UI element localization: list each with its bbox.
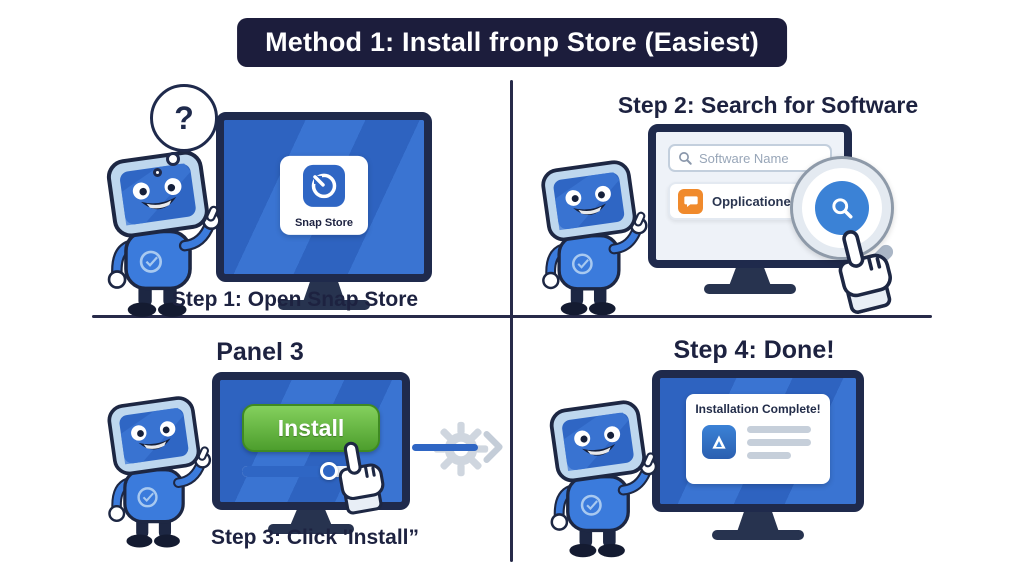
monitor-stand-base <box>704 284 796 294</box>
title-banner: Method 1: Install fronp Store (Easiest) <box>237 18 787 67</box>
monitor-stand <box>729 266 771 286</box>
text-line <box>747 451 791 459</box>
result-label: Opplicatione N <box>712 193 804 209</box>
magnifier-lens-icon <box>815 181 869 235</box>
robot-mascot <box>530 156 648 322</box>
monitor-stand <box>737 510 779 532</box>
hand-cursor-icon <box>817 219 908 320</box>
monitor-stand <box>303 280 345 302</box>
robot-mascot-thumbs-up <box>538 396 658 564</box>
question-mark: ? <box>174 99 194 136</box>
chevron-right-icon <box>483 431 503 463</box>
step4-heading: Step 4: Done! <box>673 336 835 364</box>
snap-store-card: Snap Store <box>280 155 368 235</box>
text-line <box>747 425 811 433</box>
thought-bubble-dot <box>166 152 180 166</box>
placeholder-text-lines <box>747 425 814 459</box>
installation-complete-card: Installation Complete! <box>686 394 830 484</box>
complete-row <box>694 425 822 459</box>
monitor-snap-store: Snap Store <box>216 112 432 282</box>
step1-caption: Step 1: Open Snap Store <box>171 288 419 311</box>
snap-store-icon <box>303 164 345 207</box>
monitor-screen: Install <box>220 380 402 502</box>
magnifying-glass <box>790 156 894 260</box>
title-banner-text: Method 1: Install fronp Store (Easiest) <box>265 27 759 57</box>
step3-caption: Step 3: Click 'Install” <box>210 526 420 549</box>
complete-title: Installation Complete! <box>695 402 821 416</box>
horizontal-divider <box>92 315 932 318</box>
text-line <box>747 438 811 446</box>
monitor-complete: Installation Complete! <box>652 370 864 512</box>
snap-store-label: Snap Store <box>294 216 354 229</box>
result-app-icon <box>678 188 703 214</box>
search-placeholder: Software Name <box>699 150 789 166</box>
vertical-divider <box>510 80 513 562</box>
monitor-stand <box>290 508 332 526</box>
monitor-screen: Snap Store <box>224 120 424 274</box>
monitor-stand-base <box>278 300 370 310</box>
thought-bubble: ? <box>150 84 218 152</box>
hand-cursor-icon <box>322 433 396 519</box>
step2-heading: Step 2: Search for Software <box>617 92 919 118</box>
progress-bar <box>242 462 380 480</box>
thought-bubble-dot <box>153 168 162 177</box>
progress-fill <box>242 466 329 477</box>
search-icon <box>679 151 692 165</box>
arrow-line <box>412 444 478 451</box>
monitor-stand-base <box>712 530 804 540</box>
panel3-heading: Panel 3 <box>216 338 304 366</box>
monitor-screen: Installation Complete! <box>660 378 856 504</box>
progress-knob <box>319 462 338 480</box>
complete-app-icon <box>702 425 736 459</box>
monitor-stand-base <box>268 524 354 534</box>
search-input: Software Name <box>668 144 832 172</box>
install-button: Install <box>242 404 380 452</box>
